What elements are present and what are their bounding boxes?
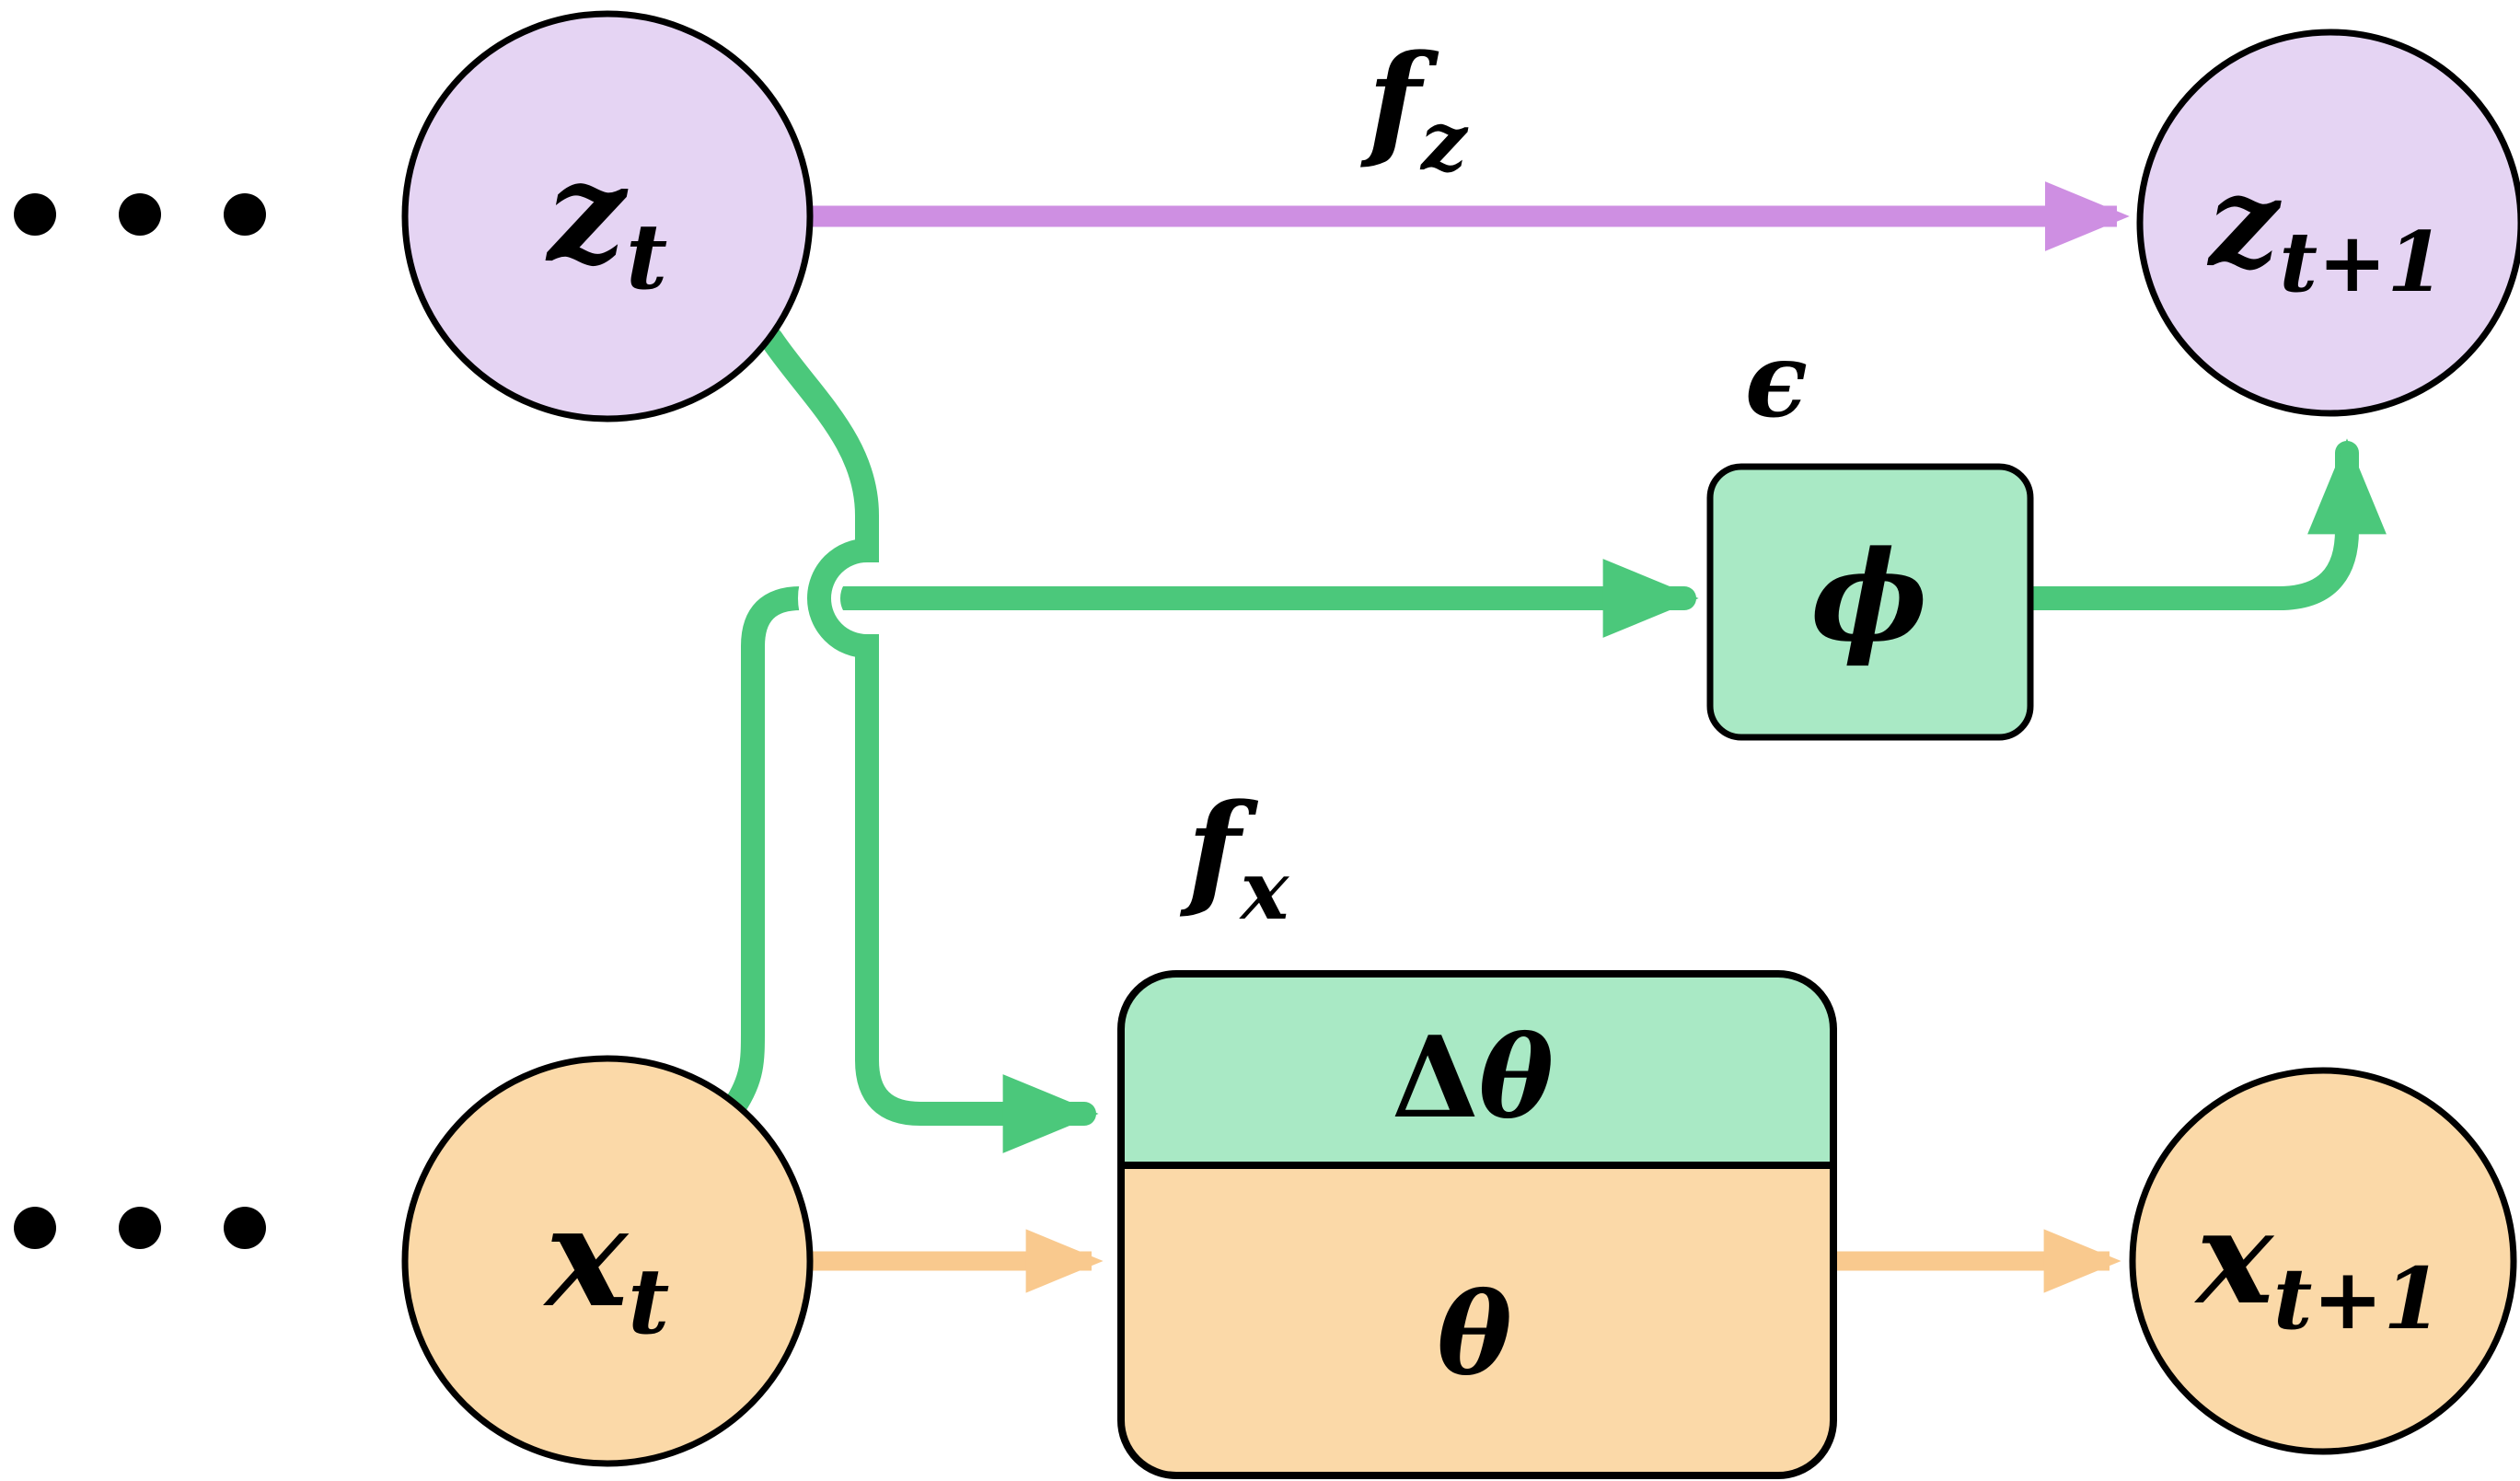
node-x-t — [401, 1055, 814, 1467]
edge-x-to-phi — [722, 559, 1699, 1118]
edge-z-to-delta-theta — [759, 327, 1099, 1153]
node-z-t-label: zt — [545, 132, 667, 310]
fx-box-theta-section — [1121, 1165, 1833, 1475]
ellipsis-bottom-icon — [14, 1207, 266, 1249]
node-x-t-label: xt — [543, 1176, 670, 1355]
dot — [119, 1207, 161, 1249]
dot — [224, 1207, 266, 1249]
node-z-t — [401, 10, 814, 422]
fx-box-delta-section — [1121, 974, 1833, 1165]
epsilon-label: ϵ — [1745, 320, 1808, 441]
dot — [224, 193, 266, 236]
node-z-t-plus-1-label: zt+1 — [2207, 148, 2445, 311]
theta-label: θ — [1437, 1267, 1511, 1400]
delta-theta-label: Δθ — [1392, 1011, 1554, 1143]
phi-box — [1706, 463, 2034, 741]
dot — [14, 193, 56, 236]
dot — [14, 1207, 56, 1249]
fx-label: fx — [1180, 776, 1290, 938]
phi-label: ϕ — [1810, 523, 1927, 669]
node-x-t-plus-1-label: xt+1 — [2193, 1183, 2442, 1348]
fx-box-outline — [1117, 970, 1837, 1479]
fz-label: fz — [1360, 27, 1469, 189]
dot — [119, 193, 161, 236]
edge-phi-to-znext — [2017, 438, 2387, 610]
node-z-t-plus-1 — [2136, 29, 2520, 417]
ellipsis-top-icon — [14, 193, 266, 236]
node-x-t-plus-1 — [2129, 1067, 2517, 1455]
